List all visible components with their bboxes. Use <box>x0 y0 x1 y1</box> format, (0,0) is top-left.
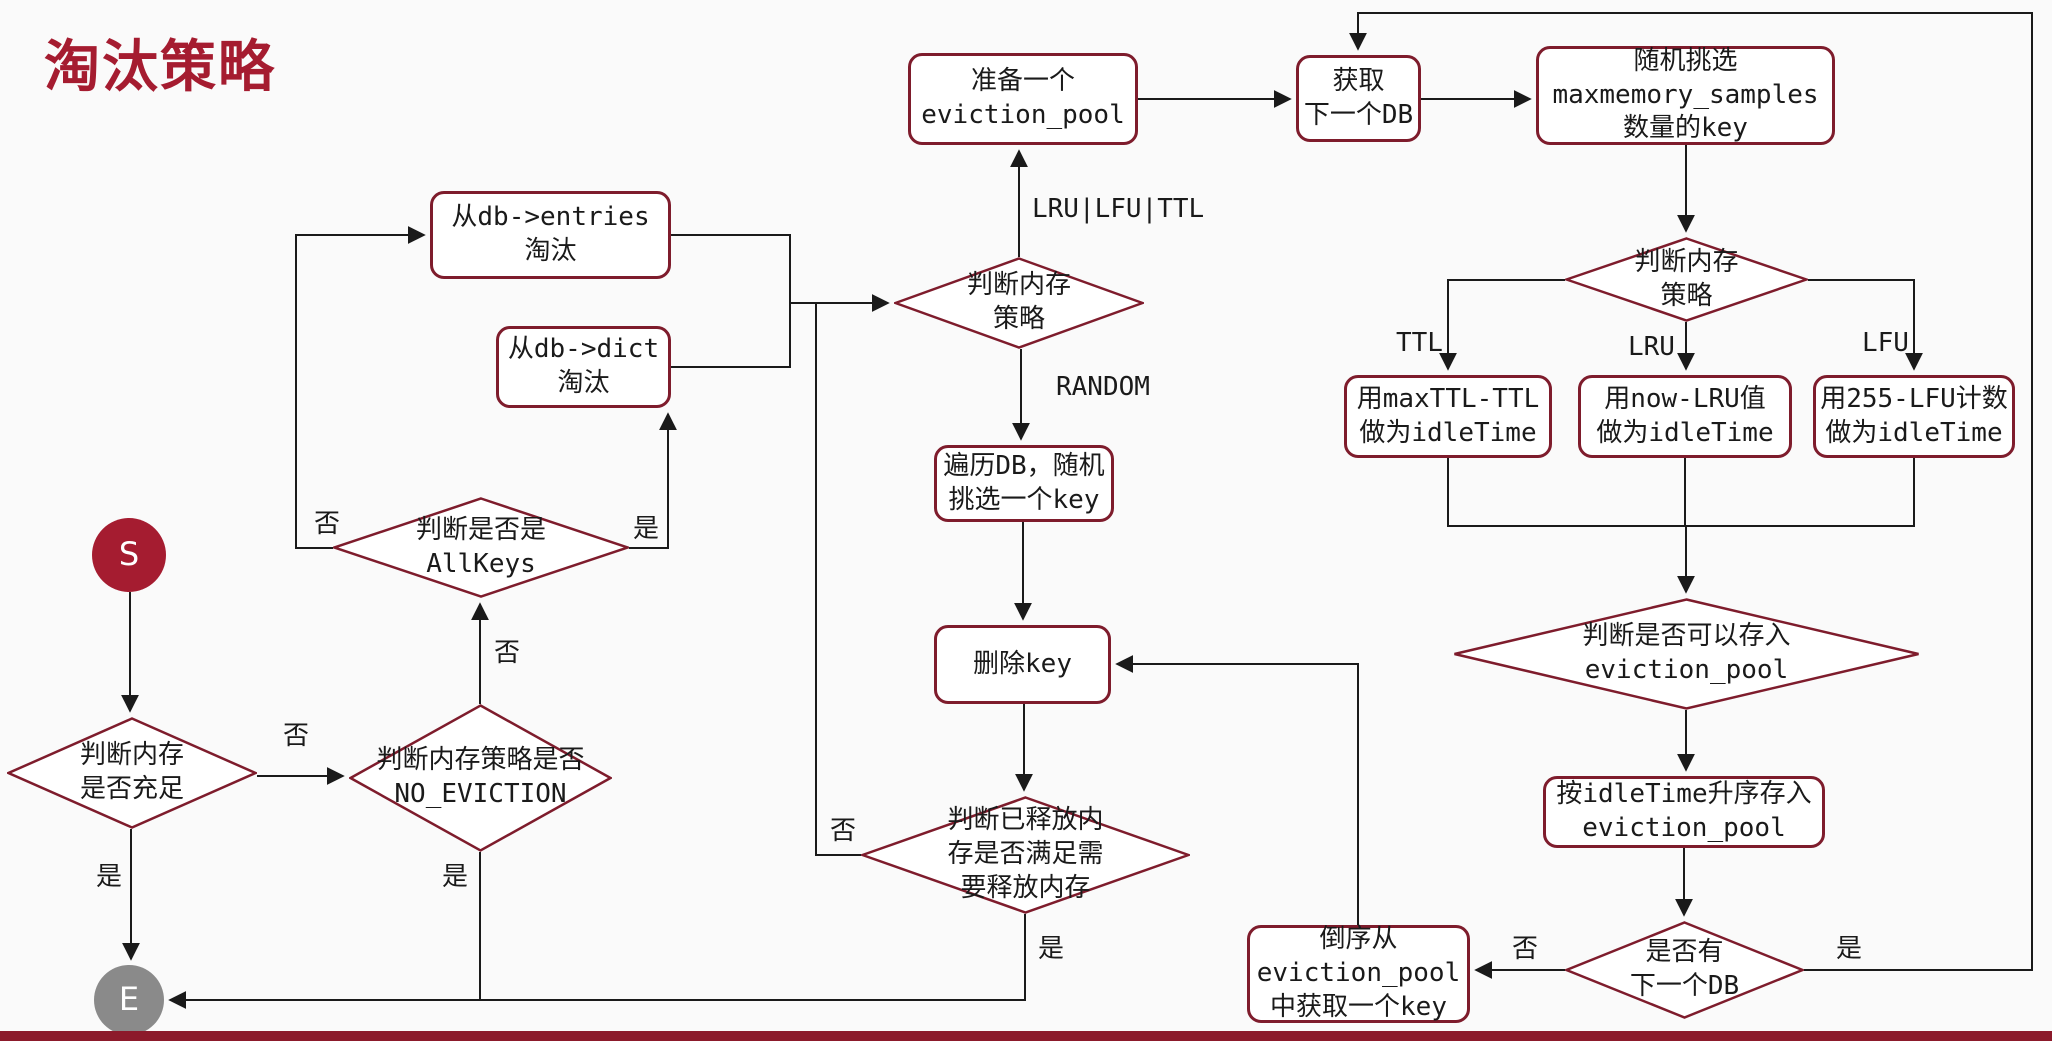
node-lru-idletime-label: 用now-LRU值 做为idleTime <box>1596 383 1774 448</box>
edges <box>121 12 2033 1009</box>
node-judge-freed-memory-label: 判断已释放内 存是否满足需 要释放内存 <box>947 805 1104 903</box>
node-reverse-get-key-label: 倒序从 eviction_pool 中获取一个key <box>1256 924 1461 1022</box>
diamond-shape <box>1454 598 1919 710</box>
edge-label-lru-lfu-ttl: LRU|LFU|TTL <box>1032 194 1205 224</box>
node-judge-policy-left-label: 判断内存 策略 <box>966 270 1071 334</box>
diamond-shape <box>349 704 612 852</box>
node-get-next-db-label: 获取 下一个DB <box>1303 65 1414 130</box>
node-end: E <box>94 965 164 1035</box>
edge-freed-no-loop <box>815 303 861 856</box>
edge-idletime-merge <box>1447 458 1915 527</box>
edge-label-lfu: LFU <box>1862 328 1909 358</box>
edge-label-allkeys-yes: 是 <box>633 514 660 544</box>
node-lfu-idletime: 用255-LFU计数 做为idleTime <box>1813 375 2015 458</box>
edge-label-lru: LRU <box>1628 332 1675 362</box>
node-reverse-get-key: 倒序从 eviction_pool 中获取一个key <box>1247 924 1470 1023</box>
edge-label-ttl: TTL <box>1396 328 1443 358</box>
node-traverse-db-label: 遍历DB，随机 挑选一个key <box>943 450 1105 515</box>
edge-label-noeviction-no: 否 <box>494 638 521 668</box>
node-store-pool-label: 按idleTime升序存入 eviction_pool <box>1556 779 1812 843</box>
node-evict-entries-label: 从db->entries 淘汰 <box>451 202 650 266</box>
node-judge-freed-memory: 判断已释放内 存是否满足需 要释放内存 <box>861 796 1190 914</box>
edge-label-allkeys-no: 否 <box>314 509 341 539</box>
node-prepare-pool: 准备一个 eviction_pool <box>908 53 1138 145</box>
node-judge-policy-left: 判断内存 策略 <box>894 257 1144 349</box>
edge-dict-to-policyleft <box>671 303 791 368</box>
edge-label-memory-no: 否 <box>283 721 310 751</box>
node-has-next-db: 是否有 下一个DB <box>1565 921 1804 1019</box>
node-can-store-pool-label: 判断是否可以存入 eviction_pool <box>1582 621 1791 685</box>
node-judge-noeviction: 判断内存策略是否 NO_EVICTION <box>349 704 612 852</box>
edge-label-nextdb-no: 否 <box>1512 934 1539 964</box>
node-judge-memory: 判断内存 是否充足 <box>7 717 257 829</box>
node-end-label: E <box>118 980 140 1019</box>
edge-label-random: RANDOM <box>1056 372 1150 402</box>
node-evict-dict-label: 从db->dict 淘汰 <box>507 334 660 398</box>
diamond-shape <box>1565 237 1808 322</box>
node-judge-allkeys: 判断是否是 AllKeys <box>333 497 629 598</box>
edge-entries-to-policyleft <box>671 234 890 312</box>
node-can-store-pool: 判断是否可以存入 eviction_pool <box>1453 598 1920 710</box>
edge-label-noeviction-yes: 是 <box>442 862 469 892</box>
edge-allkeys-no <box>295 226 426 549</box>
node-evict-entries: 从db->entries 淘汰 <box>430 191 671 279</box>
node-start-label: S <box>118 535 140 574</box>
edge-freed-yes <box>168 914 1026 1009</box>
diamond-shape <box>894 257 1144 349</box>
edge-label-nextdb-yes: 是 <box>1836 934 1863 964</box>
node-delete-key: 删除key <box>934 625 1111 704</box>
node-judge-noeviction-label: 判断内存策略是否 NO_EVICTION <box>376 745 585 809</box>
bottom-bar <box>0 1031 2052 1041</box>
node-lfu-idletime-label: 用255-LFU计数 做为idleTime <box>1820 383 2008 448</box>
node-delete-key-label: 删除key <box>973 648 1072 679</box>
node-lru-idletime: 用now-LRU值 做为idleTime <box>1578 375 1792 458</box>
node-judge-memory-label: 判断内存 是否充足 <box>79 740 184 804</box>
node-get-next-db: 获取 下一个DB <box>1296 55 1421 142</box>
node-judge-policy-right-label: 判断内存 策略 <box>1634 246 1739 311</box>
diamond-shape <box>1565 921 1804 1019</box>
edge-label-freed-yes: 是 <box>1038 934 1065 964</box>
node-random-pick: 随机挑选 maxmemory_samples 数量的key <box>1536 46 1835 145</box>
node-ttl-idletime-label: 用maxTTL-TTL 做为idleTime <box>1356 383 1540 448</box>
node-random-pick-label: 随机挑选 maxmemory_samples 数量的key <box>1552 45 1819 144</box>
edge-policy-ttl <box>1439 279 1565 371</box>
node-store-pool: 按idleTime升序存入 eviction_pool <box>1543 776 1825 848</box>
node-judge-allkeys-label: 判断是否是 AllKeys <box>415 514 546 579</box>
edge-reverse-to-delete <box>1115 655 1359 925</box>
node-evict-dict: 从db->dict 淘汰 <box>496 326 671 408</box>
node-ttl-idletime: 用maxTTL-TTL 做为idleTime <box>1344 375 1552 458</box>
node-has-next-db-label: 是否有 下一个DB <box>1629 937 1740 1001</box>
edge-policy-lfu <box>1808 279 1923 371</box>
edge-label-freed-no: 否 <box>830 816 857 846</box>
diamond-shape <box>7 717 257 829</box>
node-start: S <box>92 518 166 592</box>
diamond-shape <box>861 796 1190 914</box>
node-judge-policy-right: 判断内存 策略 <box>1565 237 1808 322</box>
edge-hasnext-yes-loop <box>1349 12 2033 971</box>
edge-label-memory-yes: 是 <box>96 862 123 892</box>
diamond-shape <box>333 497 629 598</box>
edge-allkeys-yes <box>629 412 677 549</box>
page-title: 淘汰策略 <box>44 35 276 100</box>
node-prepare-pool-label: 准备一个 eviction_pool <box>921 66 1125 130</box>
node-traverse-db: 遍历DB，随机 挑选一个key <box>934 445 1114 522</box>
